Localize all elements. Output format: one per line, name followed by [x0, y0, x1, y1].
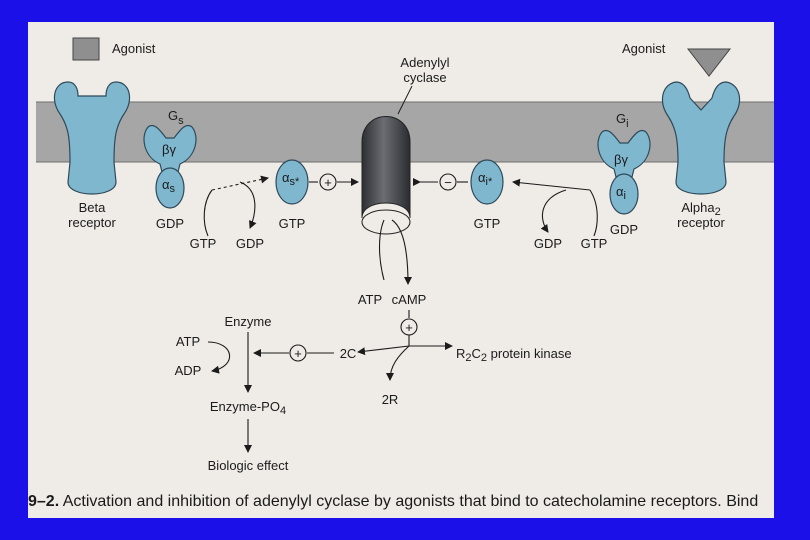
gs-beta-gamma-label: βγ [162, 142, 176, 157]
adenylyl-cyclase-label-1: Adenylyl [400, 55, 449, 70]
camp-label: cAMP [392, 292, 427, 307]
right-gdp-label: GDP [534, 236, 562, 251]
beta-receptor-label-1: Beta [79, 200, 107, 215]
figure-number: 9–2. [28, 493, 59, 510]
two-c-label: 2C [340, 346, 357, 361]
two-r-label: 2R [382, 392, 399, 407]
agonist-left-label: Agonist [112, 41, 156, 56]
enzyme-atp-label: ATP [176, 334, 200, 349]
gi-beta-gamma-label: βγ [614, 152, 628, 167]
alpha-s-gtp-label: GTP [279, 216, 306, 231]
enzyme-po4-label: Enzyme-PO4 [210, 399, 286, 417]
figure-caption-text: Activation and inhibition of adenylyl cy… [59, 493, 758, 510]
beta-receptor-label-2: receptor [68, 215, 116, 230]
agonist-triangle-icon [688, 49, 730, 76]
svg-text:−: − [444, 175, 452, 190]
enzyme-label: Enzyme [225, 314, 272, 329]
agonist-square-icon [73, 38, 99, 60]
gi-gdp-label: GDP [610, 222, 638, 237]
biologic-effect-label: Biologic effect [208, 458, 289, 473]
figure-page: Agonist Beta receptor Gs βγ αs GDP GTP G… [28, 22, 774, 518]
figure-caption: 9–2. Activation and inhibition of adenyl… [28, 492, 774, 518]
agonist-right-label: Agonist [622, 41, 666, 56]
adenylyl-cyclase-diagram: Agonist Beta receptor Gs βγ αs GDP GTP G… [28, 22, 774, 492]
left-gdp-label: GDP [236, 236, 264, 251]
adenylyl-cyclase [362, 117, 410, 219]
svg-text:+: + [324, 175, 332, 190]
adenylyl-cyclase-label-2: cyclase [403, 70, 446, 85]
left-gtp-label: GTP [190, 236, 217, 251]
alpha-i-gtp-label: GTP [474, 216, 501, 231]
atp-label: ATP [358, 292, 382, 307]
svg-text:+: + [405, 320, 413, 335]
right-gtp-label: GTP [581, 236, 608, 251]
alpha2-receptor-label-2: receptor [677, 215, 725, 230]
gs-gdp-label: GDP [156, 216, 184, 231]
svg-text:+: + [294, 346, 302, 361]
pka-label: R2C2 protein kinase [456, 346, 572, 364]
enzyme-adp-label: ADP [175, 363, 202, 378]
